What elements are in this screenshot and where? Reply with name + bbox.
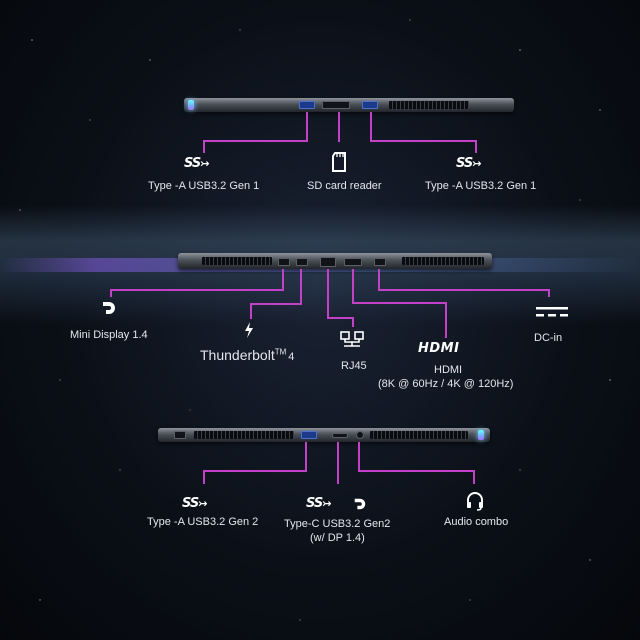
connector-line bbox=[378, 269, 380, 291]
dc-in-label: DC-in bbox=[534, 332, 563, 344]
connector-line bbox=[110, 289, 284, 291]
security-lock-slot bbox=[174, 431, 186, 439]
connector-line bbox=[203, 140, 308, 142]
connector-line bbox=[378, 289, 550, 291]
displayport-icon bbox=[103, 302, 115, 314]
connector-line bbox=[445, 302, 447, 338]
audio-combo-label: Audio combo bbox=[444, 516, 509, 528]
vent-grille bbox=[202, 257, 272, 265]
sd-card-slot bbox=[322, 101, 350, 109]
sd-card-icon bbox=[332, 152, 346, 172]
rj45-label: RJ45 bbox=[341, 360, 367, 372]
connector-line bbox=[203, 470, 205, 484]
usb-c-dp-label: (w/ DP 1.4) bbox=[310, 532, 365, 544]
vent-grille bbox=[389, 101, 469, 109]
vent-grille bbox=[194, 431, 294, 439]
usb-c-gen2-label: Type-C USB3.2 Gen2 bbox=[284, 518, 391, 530]
superspeed-usb-icon: SS↣ bbox=[306, 496, 332, 511]
connector-line bbox=[327, 317, 354, 319]
mini-display-label: Mini Display 1.4 bbox=[70, 329, 148, 341]
hdmi-logo-icon: HDMI bbox=[418, 341, 460, 356]
thunderbolt-icon bbox=[245, 322, 253, 338]
connector-line bbox=[337, 442, 339, 484]
dc-in-icon bbox=[536, 307, 568, 317]
led-strip bbox=[188, 100, 194, 110]
usb-a-port bbox=[362, 101, 378, 109]
connector-line bbox=[352, 317, 354, 327]
hdmi-port bbox=[344, 258, 362, 266]
superspeed-usb-icon: SS↣ bbox=[456, 156, 482, 171]
connector-line bbox=[306, 112, 308, 142]
connector-line bbox=[358, 442, 360, 472]
hdmi-label: HDMI bbox=[434, 364, 463, 376]
connector-line bbox=[475, 140, 477, 153]
connector-line bbox=[110, 289, 112, 297]
superspeed-usb-icon: SS↣ bbox=[184, 156, 210, 171]
laptop-side-left bbox=[158, 428, 490, 442]
usb-a-port bbox=[301, 431, 317, 439]
usb-a-port bbox=[299, 101, 315, 109]
connector-line bbox=[203, 140, 205, 153]
connector-line bbox=[250, 303, 302, 305]
thunderbolt-port bbox=[296, 258, 308, 266]
connector-line bbox=[473, 470, 475, 484]
connector-line bbox=[548, 289, 550, 297]
ss-text: SS bbox=[456, 156, 473, 171]
connector-line bbox=[250, 303, 252, 319]
dc-in-port bbox=[374, 258, 386, 266]
connector-line bbox=[282, 269, 284, 291]
usb-a-gen1-label-left: Type -A USB3.2 Gen 1 bbox=[148, 180, 260, 192]
connector-line bbox=[338, 112, 340, 142]
connector-line bbox=[370, 140, 477, 142]
ss-text: SS bbox=[184, 156, 201, 171]
thunderbolt-trademark: TM bbox=[274, 347, 287, 357]
ss-text: SS bbox=[306, 496, 323, 511]
sd-card-reader-label: SD card reader bbox=[307, 180, 382, 192]
connector-line bbox=[203, 470, 307, 472]
rj45-port bbox=[320, 257, 336, 267]
thunderbolt-text: Thunderbolt bbox=[200, 347, 275, 363]
connector-line bbox=[327, 269, 329, 319]
connector-line bbox=[352, 269, 354, 304]
headset-icon bbox=[467, 492, 483, 511]
hdmi-detail-label: (8K @ 60Hz / 4K @ 120Hz) bbox=[378, 378, 514, 390]
connector-line bbox=[300, 269, 302, 305]
superspeed-usb-icon: SS↣ bbox=[182, 496, 208, 511]
vent-grille bbox=[370, 431, 468, 439]
usb-a-gen2-label: Type -A USB3.2 Gen 2 bbox=[147, 516, 259, 528]
connector-line bbox=[352, 302, 447, 304]
connector-line bbox=[305, 442, 307, 472]
ss-text: SS bbox=[182, 496, 199, 511]
mini-displayport bbox=[278, 258, 290, 266]
usb-a-gen1-label-right: Type -A USB3.2 Gen 1 bbox=[425, 180, 537, 192]
thunderbolt-version: 4 bbox=[288, 351, 295, 363]
rj45-network-icon bbox=[340, 331, 364, 347]
connector-line bbox=[358, 470, 475, 472]
laptop-side-right bbox=[184, 98, 514, 112]
connector-line bbox=[370, 112, 372, 142]
audio-jack bbox=[356, 431, 364, 439]
led-strip bbox=[478, 430, 484, 440]
laptop-rear bbox=[178, 253, 492, 269]
displayport-icon bbox=[354, 498, 366, 510]
usb-c-port bbox=[332, 433, 348, 438]
vent-grille bbox=[402, 257, 484, 265]
